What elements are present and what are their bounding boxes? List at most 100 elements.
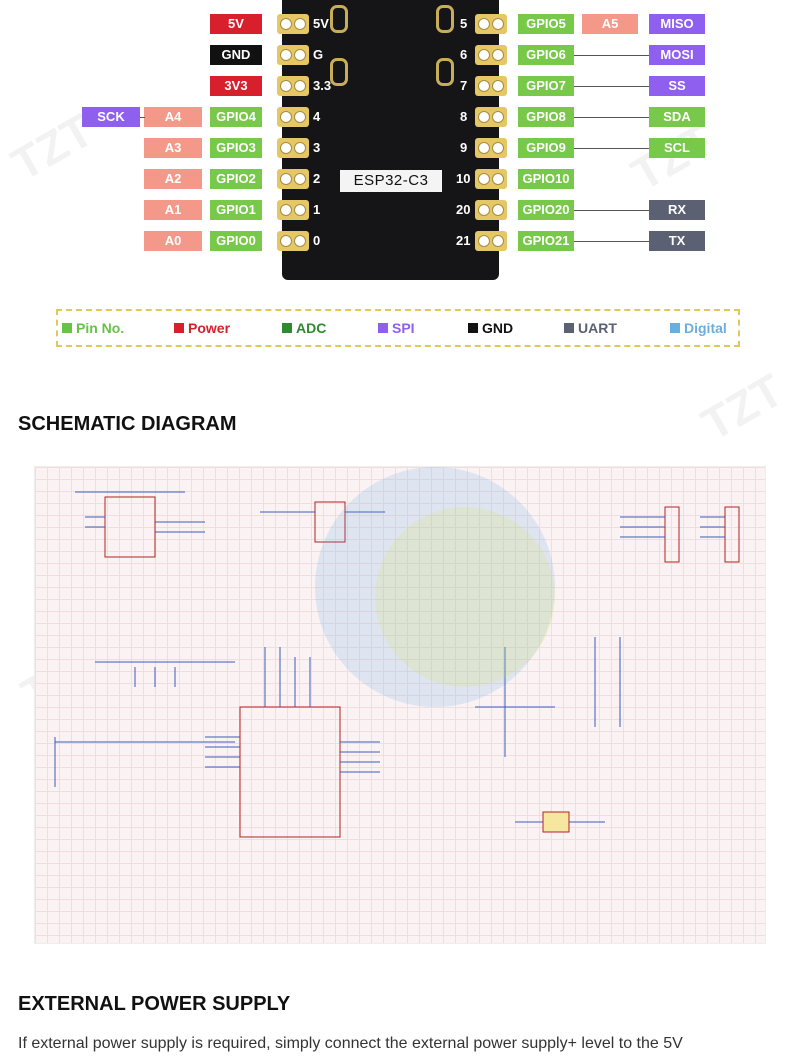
pin-number: 6: [460, 47, 468, 62]
pin-pad: [475, 76, 507, 96]
connector-line: [574, 55, 649, 56]
pin-tag-gpio: GPIO5: [518, 14, 574, 34]
pin-pad: [475, 138, 507, 158]
legend-label: Power: [188, 320, 231, 336]
pin-pad: [277, 14, 309, 34]
pin-tag-gpio: GPIO4: [210, 107, 262, 127]
legend-swatch: [62, 323, 72, 333]
legend-label: Digital: [684, 320, 727, 336]
legend-item-digital: Digital: [670, 320, 727, 336]
pin-tag-gpio: GPIO8: [518, 107, 574, 127]
pin-tag-uart: RX: [649, 200, 705, 220]
legend-label: SPI: [392, 320, 415, 336]
pin-number: 3: [313, 140, 321, 155]
pin-number: 20: [456, 202, 471, 217]
connector-line: [574, 241, 649, 242]
pin-tag-adc: A4: [144, 107, 202, 127]
chip-label: ESP32-C3: [340, 170, 442, 192]
pin-number: 9: [460, 140, 468, 155]
pin-pad: [475, 169, 507, 189]
legend-swatch: [564, 323, 574, 333]
pin-tag-power: 3V3: [210, 76, 262, 96]
connector-line: [574, 148, 649, 149]
connector-line: [574, 86, 649, 87]
legend-swatch: [174, 323, 184, 333]
legend: Pin No. Power ADC SPI GND UART Digital: [56, 309, 740, 347]
pin-pad: [475, 45, 507, 65]
pin-number: 8: [460, 109, 468, 124]
pin-pad: [277, 200, 309, 220]
schematic-title: SCHEMATIC DIAGRAM: [18, 413, 237, 435]
pin-tag-gpio: SDA: [649, 107, 705, 127]
pin-pad: [277, 107, 309, 127]
pin-pad: [475, 231, 507, 251]
legend-item-pin_no: Pin No.: [62, 320, 124, 336]
legend-item-power: Power: [174, 320, 230, 336]
pin-tag-gpio: GPIO0: [210, 231, 262, 251]
pin-tag-gpio: GPIO3: [210, 138, 262, 158]
board-slot: [436, 58, 454, 86]
legend-item-spi: SPI: [378, 320, 415, 336]
board-slot: [436, 5, 454, 33]
board-slot: [330, 58, 348, 86]
pin-number: 7: [460, 78, 468, 93]
pin-tag-gpio: SCL: [649, 138, 705, 158]
pin-number: 5V: [313, 16, 329, 31]
schematic-drawing: [54, 467, 740, 838]
legend-swatch: [670, 323, 680, 333]
pin-tag-adc: A3: [144, 138, 202, 158]
pin-tag-adc: A2: [144, 169, 202, 189]
pin-tag-gpio: GPIO21: [518, 231, 574, 251]
esp32-c3-board: [282, 0, 499, 280]
pin-number: G: [313, 47, 324, 62]
pin-number: 1: [313, 202, 321, 217]
pin-tag-gpio: GPIO10: [518, 169, 574, 189]
pin-pad: [475, 107, 507, 127]
power-supply-title: EXTERNAL POWER SUPPLY: [18, 993, 291, 1015]
pin-tag-gpio: GPIO7: [518, 76, 574, 96]
pin-number: 5: [460, 16, 468, 31]
pin-number: 2: [313, 171, 321, 186]
pin-pad: [277, 45, 309, 65]
board-slot: [330, 5, 348, 33]
pin-tag-gpio: GPIO2: [210, 169, 262, 189]
pin-tag-power: 5V: [210, 14, 262, 34]
pin-tag-spi: SS: [649, 76, 705, 96]
pin-number: 4: [313, 109, 321, 124]
power-supply-text: If external power supply is required, si…: [18, 1035, 683, 1052]
pin-tag-gpio: GPIO1: [210, 200, 262, 220]
legend-item-gpio_dark: ADC: [282, 320, 326, 336]
watermark: TZT: [692, 363, 792, 451]
pin-tag-gpio: GPIO9: [518, 138, 574, 158]
pin-number: 0: [313, 233, 321, 248]
pin-pad: [277, 231, 309, 251]
pin-pad: [277, 138, 309, 158]
schematic-labels: [542, 811, 570, 833]
pin-tag-uart: TX: [649, 231, 705, 251]
pin-tag-adc: A0: [144, 231, 202, 251]
pin-number: 3.3: [313, 78, 332, 93]
pin-tag-spi: SCK: [82, 107, 140, 127]
pin-pad: [277, 169, 309, 189]
pin-tag-adc: A5: [582, 14, 638, 34]
pin-tag-spi: MOSI: [649, 45, 705, 65]
pin-tag-gpio: GPIO6: [518, 45, 574, 65]
connector-line: [574, 210, 649, 211]
legend-label: ADC: [296, 320, 327, 336]
legend-label: UART: [578, 320, 617, 336]
legend-swatch: [378, 323, 388, 333]
pin-pad: [277, 76, 309, 96]
legend-label: Pin No.: [76, 320, 125, 336]
legend-item-uart: UART: [564, 320, 617, 336]
schematic-image: [34, 466, 766, 944]
connector-line: [574, 117, 649, 118]
pin-tag-gpio: GPIO20: [518, 200, 574, 220]
pin-pad: [475, 14, 507, 34]
legend-item-gnd: GND: [468, 320, 513, 336]
connector-line: [140, 117, 145, 118]
legend-swatch: [282, 323, 292, 333]
pin-number: 10: [456, 171, 471, 186]
legend-swatch: [468, 323, 478, 333]
legend-label: GND: [482, 320, 514, 336]
pin-tag-spi: MISO: [649, 14, 705, 34]
